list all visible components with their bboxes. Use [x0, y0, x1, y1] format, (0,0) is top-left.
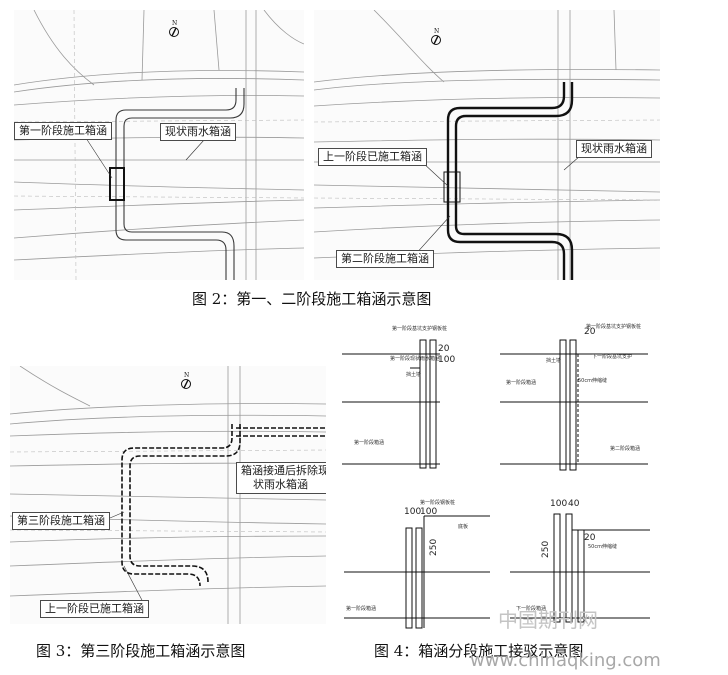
note-s12: 底板 — [458, 523, 468, 530]
fig2-right-plan: N 上一阶段已施工箱涵 现状雨水箱涵 第二阶段施工箱涵 — [314, 10, 660, 280]
label-second-stage: 第二阶段施工箱涵 — [336, 250, 434, 268]
dim-a2: 100 — [438, 355, 455, 365]
note-s10: 第二阶段箱涵 — [610, 445, 640, 452]
dim-d2: 40 — [568, 499, 580, 509]
dim-d4: 250 — [541, 541, 551, 558]
note-s3: 挡土墙 — [406, 371, 421, 378]
dim-c1: 100 — [404, 507, 421, 517]
watermark-url: www.chinaqking.com — [470, 650, 661, 671]
dim-d1: 100 — [550, 499, 567, 509]
note-s6: 挡土墙 — [546, 357, 561, 364]
fig2-caption: 图 2：第一、二阶段施工箱涵示意图 — [192, 290, 432, 308]
dim-a1: 20 — [438, 344, 450, 354]
north-label: N — [172, 20, 177, 27]
note-s1: 第一阶段基坑支护钢板桩 — [392, 325, 447, 332]
note-s13: 第一阶段箱涵 — [346, 605, 376, 612]
dim-c3: 250 — [429, 539, 439, 556]
watermark-cn: 中国期刊网 — [498, 608, 598, 632]
fig3-caption: 图 3：第三阶段施工箱涵示意图 — [36, 642, 246, 660]
note-s5: 第一阶段基坑支护钢板桩 — [586, 323, 641, 330]
label-existing-culvert-2: 现状雨水箱涵 — [576, 140, 652, 158]
label-existing-culvert: 现状雨水箱涵 — [160, 123, 236, 141]
label-third-stage: 第三阶段施工箱涵 — [12, 512, 110, 530]
note-s11: 第一阶段钢板桩 — [420, 499, 455, 506]
north-label: N — [434, 28, 439, 35]
north-label: N — [184, 372, 189, 379]
dim-c2: 100 — [420, 507, 437, 517]
label-prev-done: 上一阶段已施工箱涵 — [318, 148, 427, 166]
label-remove-existing: 箱涵接通后拆除现 状雨水箱涵 — [236, 462, 326, 494]
fig2-left-drawing: N — [14, 10, 304, 280]
north-arrow-icon: N — [169, 20, 179, 37]
north-arrow-icon: N — [181, 372, 191, 389]
fig4-caption: 图 4：箱涵分段施工接驳示意图 — [374, 642, 584, 660]
label-remove-line1: 箱涵接通后拆除现 — [241, 464, 326, 477]
fig3-drawing: N — [10, 366, 326, 624]
label-prev-done-3: 上一阶段已施工箱涵 — [40, 600, 149, 618]
fig3-plan: N 箱涵接通后拆除现 状雨水箱涵 第三阶段施工箱涵 上一阶段已施工箱涵 — [10, 366, 326, 624]
north-arrow-icon: N — [431, 28, 441, 45]
note-s15: 50cm伸缩缝 — [588, 543, 617, 550]
note-s2: 第一阶段现状雨水箱涵 — [390, 355, 440, 362]
fig4-details: 20 100 第一阶段基坑支护钢板桩 第一阶段现状雨水箱涵 挡土墙 第一阶段箱涵… — [340, 318, 660, 634]
note-s14: 下一阶段箱涵 — [516, 605, 546, 612]
dim-b1: 20 — [584, 327, 596, 337]
fig2-left-plan: N 第一阶段施工箱涵 现状雨水箱涵 — [14, 10, 304, 280]
label-first-stage: 第一阶段施工箱涵 — [14, 122, 112, 140]
note-s7: 下一阶段基坑支护 — [592, 353, 632, 360]
fig4-drawing: 20 100 第一阶段基坑支护钢板桩 第一阶段现状雨水箱涵 挡土墙 第一阶段箱涵… — [342, 323, 650, 629]
note-s8: 50cm伸缩缝 — [578, 377, 607, 384]
note-s4: 第一阶段箱涵 — [354, 439, 384, 446]
label-remove-line2: 状雨水箱涵 — [253, 478, 308, 491]
dim-d3: 20 — [584, 533, 596, 543]
note-s9: 第一阶段箱涵 — [506, 379, 536, 386]
